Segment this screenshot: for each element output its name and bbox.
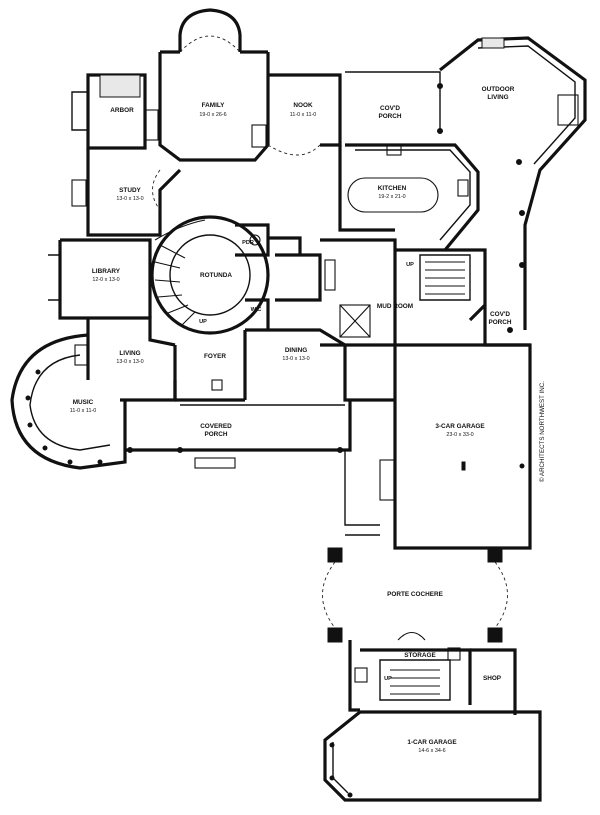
garage3-label: 3-CAR GARAGE <box>435 423 485 430</box>
music-dims: 11-0 x 11-0 <box>70 408 96 414</box>
rotunda-stair-up-label: UP <box>199 319 207 325</box>
storage-label: STORAGE <box>404 652 436 659</box>
nook-walls <box>267 73 342 156</box>
covd-porch-top-label: COV'D <box>380 105 400 112</box>
rotunda: UP <box>150 215 270 335</box>
garage3-dims: 23-0 x 33-0 <box>446 432 473 438</box>
family-label: FAMILY <box>202 102 226 109</box>
outdoor-living-label2: LIVING <box>487 94 508 101</box>
kitchen-label: KITCHEN <box>378 185 407 192</box>
wic-label: W/C <box>251 307 262 313</box>
covered-porch-label: COVERED <box>200 423 232 430</box>
covered-porch <box>125 400 352 469</box>
porte-cochere-label: PORTE COCHERE <box>387 591 443 598</box>
rotunda-label: ROTUNDA <box>200 272 232 279</box>
living-dims: 13-0 x 13-0 <box>116 359 143 365</box>
architect-credit: © ARCHITECTS NORTHWEST INC. <box>539 381 546 482</box>
covd-porch-top-label2: PORCH <box>378 113 401 120</box>
garage1-dims: 14-6 x 34-6 <box>418 748 445 754</box>
one-car-garage <box>323 710 542 802</box>
mud-room: UP <box>320 238 530 347</box>
central-hall <box>235 223 322 330</box>
living-label: LIVING <box>119 350 140 357</box>
arbor-label: ARBOR <box>110 107 134 114</box>
pdr-label: PDR <box>242 240 254 246</box>
outdoor-living-label: OUTDOOR <box>482 86 515 93</box>
nook-dims: 11-0 x 11-0 <box>290 112 316 118</box>
foyer-label: FOYER <box>204 353 226 360</box>
covered-porch-label2: PORCH <box>204 431 227 438</box>
family-dims: 19-0 x 26-6 <box>199 112 226 118</box>
library-walls <box>48 238 152 320</box>
study-dims: 13-0 x 13-0 <box>116 196 143 202</box>
nook-label: NOOK <box>293 102 313 109</box>
arbor-area <box>71 73 159 150</box>
kitchen-stair-up-label: UP <box>406 262 414 268</box>
porch-outdoor <box>345 36 587 333</box>
porte-cochere <box>322 450 508 643</box>
room-labels: ARBOR FAMILY 19-0 x 26-6 NOOK 11-0 x 11-… <box>70 86 515 754</box>
three-car-garage <box>379 343 532 550</box>
family-room-walls <box>158 8 270 162</box>
shop-label: SHOP <box>483 675 502 682</box>
garage-stair-up-label: UP <box>384 676 392 682</box>
dining-label: DINING <box>285 347 307 354</box>
lower-block: UP <box>348 631 517 715</box>
study-label: STUDY <box>119 187 141 194</box>
covd-porch-side-label: COV'D <box>490 311 510 318</box>
dining-dims: 13-0 x 13-0 <box>282 356 309 362</box>
covd-porch-side-label2: PORCH <box>488 319 511 326</box>
music-bay <box>10 333 127 470</box>
garage1-label: 1-CAR GARAGE <box>407 739 457 746</box>
music-label: MUSIC <box>73 399 94 406</box>
library-label: LIBRARY <box>92 268 121 275</box>
library-dims: 12-0 x 13-0 <box>92 277 119 283</box>
mud-room-label: MUD ROOM <box>377 303 413 310</box>
foyer-dining <box>173 328 395 402</box>
kitchen-walls <box>338 143 480 252</box>
study-walls <box>71 148 182 237</box>
kitchen-dims: 19-2 x 21-0 <box>378 194 405 200</box>
